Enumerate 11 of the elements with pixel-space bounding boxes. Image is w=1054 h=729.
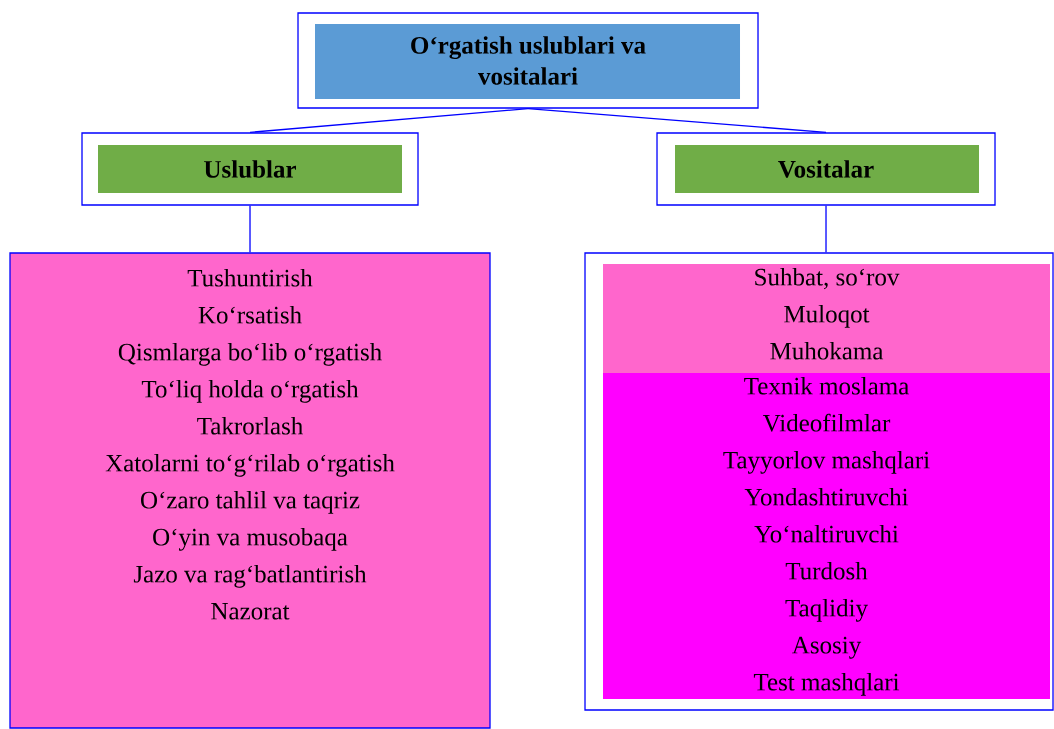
connector-line bbox=[249, 108, 529, 133]
connector-line bbox=[825, 205, 827, 253]
heading-box: O‘rgatish uslublari va vositalari bbox=[297, 12, 759, 109]
list-panel: Texnik moslama Videofilmlar Tayyorlov mashqlari Yondashtiruvchi Yo‘naltiruvchi Turdosh Taqlidiy Asosiy Test mashqlari bbox=[603, 373, 1050, 699]
heading-box: Vositalar bbox=[656, 132, 996, 206]
list-panel: Suhbat, so‘rov Muloqot Muhokama bbox=[603, 264, 1050, 373]
connector-line bbox=[249, 205, 251, 253]
frame-box bbox=[584, 252, 1054, 711]
connector-line bbox=[527, 108, 827, 133]
heading-box: Uslublar bbox=[81, 132, 419, 206]
list-box: Tushuntirish Ko‘rsatish Qismlarga bo‘lib o‘rgatish To‘liq holda o‘rgatish Takrorlash Xatolarni to‘g‘rilab o‘rgatish O‘zaro tahlil va taqriz O‘yin va musobaqa Jazo va rag‘batlantirish Nazorat bbox=[9, 252, 491, 729]
